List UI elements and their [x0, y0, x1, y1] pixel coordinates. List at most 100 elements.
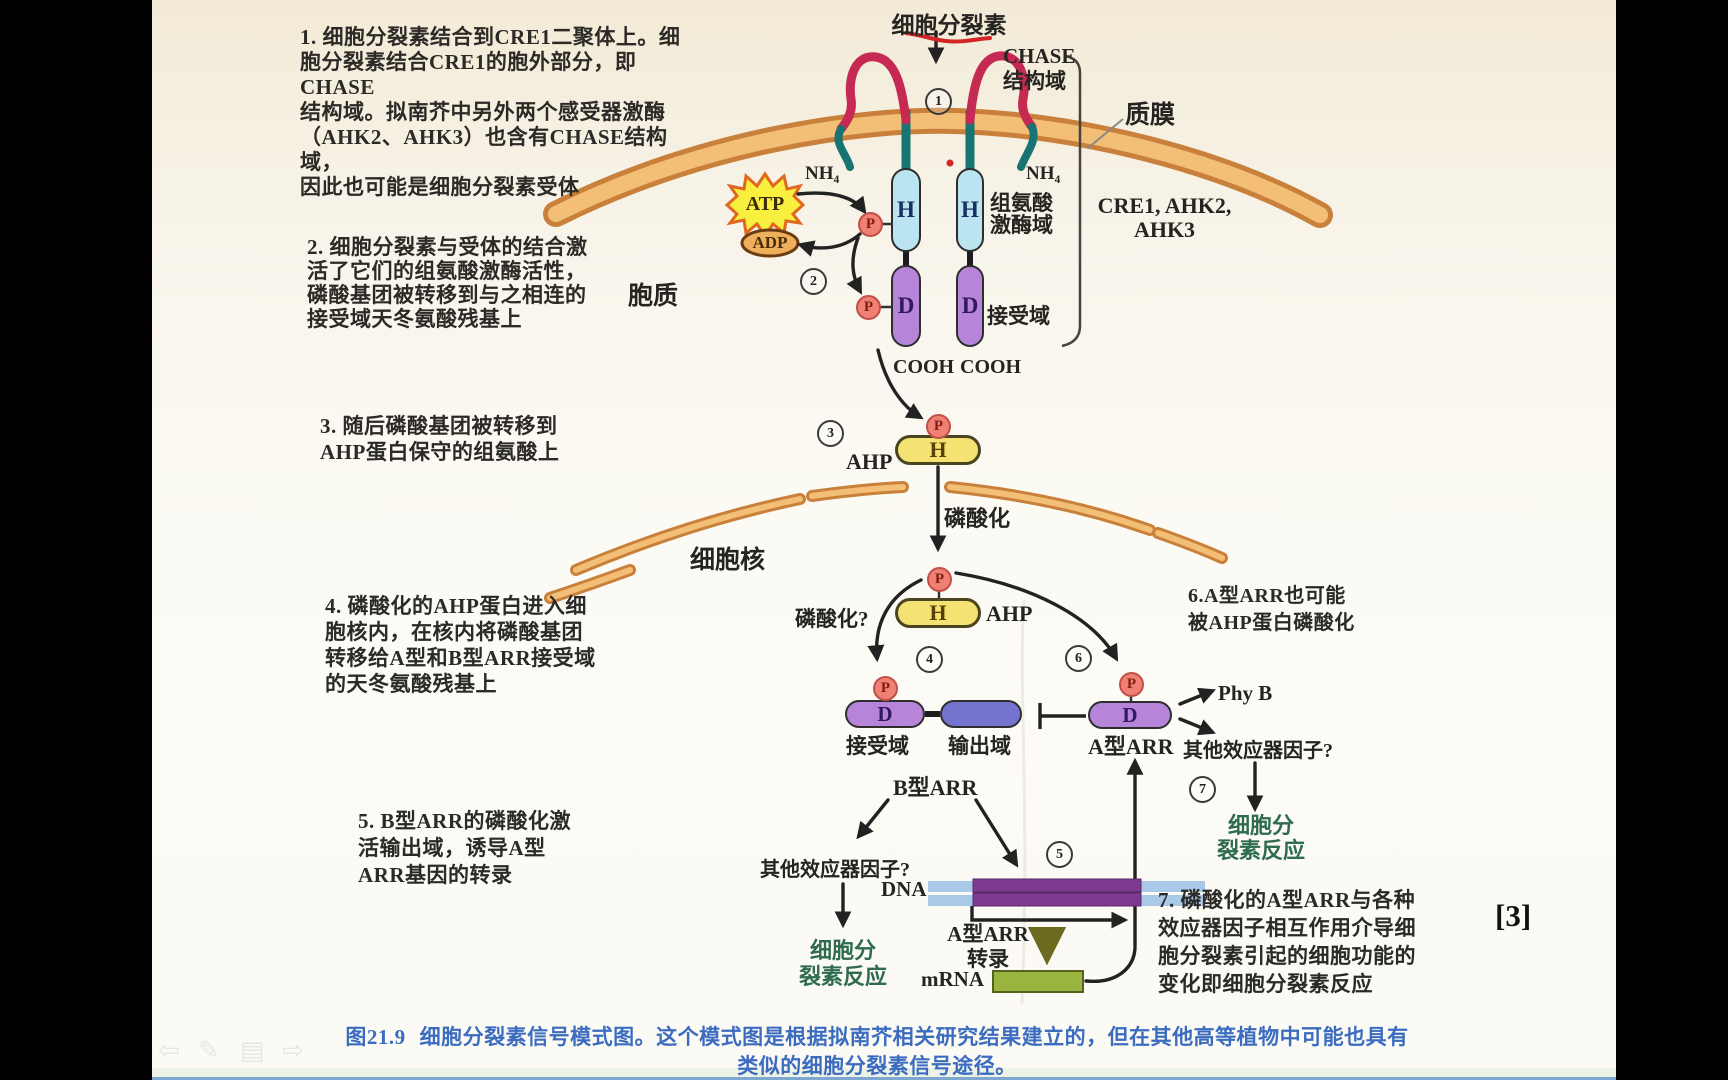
text-line: 5. B型ARR的磷酸化激 — [358, 809, 572, 833]
arrow-ahp-to-aarr — [954, 571, 1119, 662]
red-pen-annotation — [904, 31, 992, 167]
phosphate-6: P — [1119, 672, 1144, 697]
step-number: 5 — [1056, 846, 1063, 862]
text-line: AHK3 — [1133, 217, 1196, 242]
step-marker-4: 4 — [916, 646, 943, 673]
barr-domain-connector — [925, 711, 940, 717]
step-marker-3: 3 — [817, 420, 844, 447]
atp-label: ATP — [745, 193, 785, 215]
text-line: 组氨酸 — [990, 191, 1053, 215]
text-line: 活了它们的组氨酸激酶活性， — [307, 259, 587, 283]
cooh-label-right: COOH — [960, 356, 1022, 378]
arrow-aarr-to-phyb — [1178, 687, 1216, 706]
d-domain-letter: D — [897, 293, 915, 318]
dna-strands — [928, 878, 1205, 907]
text-line: 活输出域，诱导A型 — [358, 836, 546, 860]
h-letter: H — [929, 600, 947, 625]
h-letter: H — [929, 437, 947, 462]
mrna-label: mRNA — [921, 967, 984, 991]
caption-text: 细胞分裂素信号模式图。这个模式图是根据拟南芥相关研究结果建立的，但在其他高等植物… — [419, 1025, 1409, 1049]
text-line: AHP蛋白保守的组氨酸上 — [320, 440, 560, 464]
p-letter: P — [1126, 676, 1137, 692]
text-line: 1. 细胞分裂素结合到CRE1二聚体上。细 — [300, 25, 681, 49]
text-line: 3. 随后磷酸基团被转移到 — [320, 414, 558, 438]
arrow-d-to-ahp — [876, 348, 924, 420]
arrow-p-transfer-down — [846, 236, 862, 295]
phosphorylation-question-label: 磷酸化? — [795, 607, 869, 631]
page-marker: [3] — [1495, 898, 1532, 933]
p-letter: P — [880, 680, 891, 696]
ahp-label: AHP — [846, 449, 893, 474]
text-line: ARR基因的转录 — [358, 863, 513, 887]
text-line: 磷酸基团被转移到与之相连的 — [307, 283, 587, 307]
arrow-barr-to-effectors — [856, 798, 890, 840]
receiver-domain-label-right: 接受域 — [987, 304, 1050, 328]
p-letter: P — [863, 299, 874, 315]
text-line: 被AHP蛋白磷酸化 — [1188, 612, 1355, 634]
phosphate-2: P — [856, 295, 881, 320]
next-slide-button[interactable]: ⇨ — [282, 1036, 304, 1066]
nuclear-envelope — [544, 481, 1228, 604]
ahp-label-nuclear: AHP — [986, 601, 1033, 626]
text-line: 结构域 — [1003, 69, 1066, 93]
histidine-kinase-domain-right: H — [956, 168, 984, 252]
text-line: 7. 磷酸化的A型ARR与各种 — [1158, 888, 1416, 912]
nh4-label-right: NH₄ — [1026, 163, 1061, 184]
text-line: 因此也可能是细胞分裂素受体 — [300, 175, 580, 199]
d-domain-letter: D — [961, 293, 979, 318]
receptor-left — [834, 52, 911, 177]
cytokinin-response-label-left: 细胞分 裂素反应 — [798, 938, 888, 990]
flow-arrows — [796, 30, 1264, 983]
a-arr-transcription-label: A型ARR 转录 — [943, 922, 1033, 972]
aarr-pill: D — [1088, 701, 1172, 729]
ahp-protein-pill-nuclear: H — [895, 598, 981, 628]
figure-number: 图21.9 — [345, 1025, 406, 1049]
annotation-step-1: 1. 细胞分裂素结合到CRE1二聚体上。细 胞分裂素结合CRE1的胞外部分，即C… — [300, 25, 698, 200]
receptor-family-bracket — [1061, 54, 1082, 348]
h-domain-letter: H — [961, 197, 979, 222]
other-effectors-label-left: 其他效应器因子? — [760, 859, 910, 881]
step-marker-5: 5 — [1046, 841, 1073, 868]
red-dot — [946, 159, 954, 167]
slide-bottom-line — [152, 1077, 1616, 1080]
mrna-bar — [992, 970, 1084, 993]
text-line: 效应器因子相互作用介导细 — [1158, 916, 1416, 940]
phosphorylation-label: 磷酸化 — [944, 506, 1011, 531]
cytokinin-response-label-right: 细胞分 裂素反应 — [1211, 813, 1311, 863]
slide-bottom-strip — [152, 1068, 1616, 1077]
h-domain-letter: H — [897, 197, 915, 222]
slide-canvas — [152, 0, 1616, 1080]
text-line: A型ARR — [947, 922, 1029, 946]
letterbox-right — [1616, 0, 1728, 1080]
chase-domain-label: CHASE 结构域 — [1003, 44, 1075, 94]
annotation-step-3: 3. 随后磷酸基团被转移到 AHP蛋白保守的组氨酸上 — [320, 413, 605, 465]
pen-tool-button[interactable]: ✎ — [198, 1036, 220, 1066]
text-line: 变化即细胞分裂素反应 — [1158, 972, 1373, 996]
annotation-step-2: 2. 细胞分裂素与受体的结合激 活了它们的组氨酸激酶活性， 磷酸基团被转移到与之… — [307, 235, 612, 331]
cooh-label-left: COOH — [893, 356, 955, 378]
arrow-barr-to-dna — [974, 798, 1019, 868]
text-line: 接受域天冬氨酸残基上 — [307, 307, 522, 331]
receptor-family-label: CRE1, AHK2, AHK3 — [1097, 194, 1232, 242]
step-marker-2: 2 — [800, 268, 827, 295]
plasma-membrane-label: 质膜 — [1125, 102, 1176, 129]
text-line: CHASE — [1003, 44, 1076, 68]
text-line: 2. 细胞分裂素与受体的结合激 — [307, 235, 588, 259]
transcription-start-arrow — [970, 904, 1129, 929]
text-line: 转录 — [967, 947, 1009, 971]
step-number: 2 — [810, 273, 817, 289]
inhibition-tbar — [1038, 703, 1086, 729]
text-line: 胞分裂素引起的细胞功能的 — [1158, 944, 1416, 968]
annotation-step-4: 4. 磷酸化的AHP蛋白进入细 胞核内，在核内将磷酸基团 转移给A型和B型ARR… — [325, 593, 637, 697]
step-marker-1: 1 — [925, 88, 952, 115]
step-number: 3 — [827, 425, 834, 441]
slide-overview-button[interactable]: ▤ — [240, 1036, 265, 1066]
text-line: 裂素反应 — [1216, 838, 1305, 863]
arrow-atp-to-p — [796, 191, 867, 215]
receptor-right — [965, 51, 1038, 177]
text-line: 胞核内，在核内将磷酸基团 — [325, 620, 583, 644]
figure-caption-line1: 图21.9 细胞分裂素信号模式图。这个模式图是根据拟南芥相关研究结果建立的，但在其… — [262, 1021, 1492, 1051]
previous-slide-button[interactable]: ⇦ — [158, 1036, 180, 1066]
cytokinin-label: 细胞分裂素 — [891, 13, 1007, 38]
